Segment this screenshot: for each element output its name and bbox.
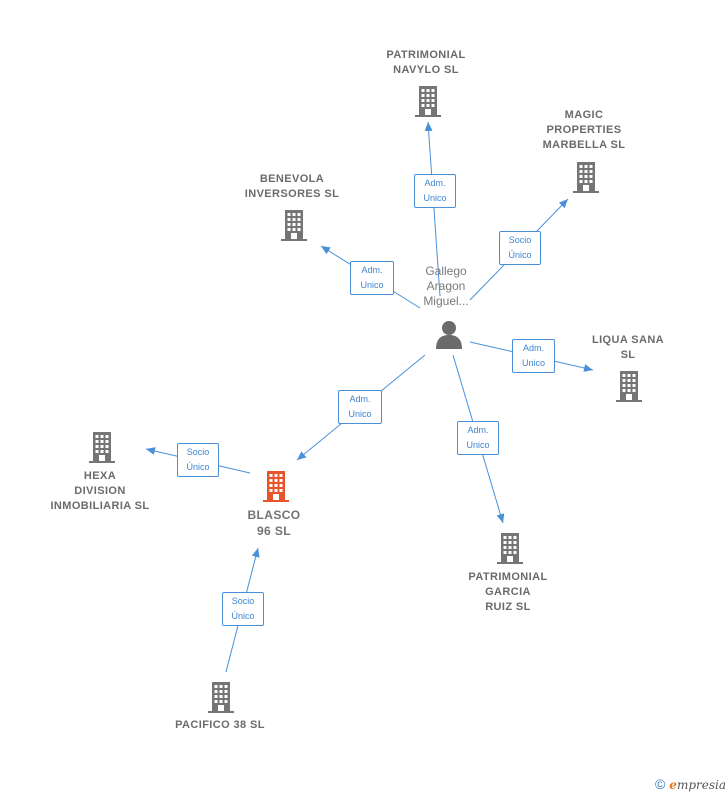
building-icon-liqua[interactable] [613, 369, 645, 403]
edge-line-navylo [424, 121, 441, 297]
edge-label-pacifico[interactable]: Socio Único [222, 592, 264, 626]
copyright-icon: © [654, 776, 666, 792]
person-name-label[interactable]: Gallego Aragon Miguel... [423, 264, 469, 308]
company-label-navylo[interactable]: PATRIMONIAL NAVYLO SL [386, 49, 466, 76]
edge-label-navylo[interactable]: Adm. Unico [414, 174, 456, 208]
brand-logo-text: mpresia [676, 778, 726, 792]
company-label-liqua[interactable]: LIQUA SANA SL [591, 334, 665, 361]
company-label-magic[interactable]: MAGIC PROPERTIES MARBELLA SL [542, 109, 626, 151]
brand-logo-initial: e [669, 778, 677, 792]
edge-label-benevola[interactable]: Adm. Unico [350, 261, 394, 295]
company-label-blasco[interactable]: BLASCO 96 SL [247, 508, 301, 538]
company-label-benevola[interactable]: BENEVOLA INVERSORES SL [244, 173, 340, 200]
building-icon-garcia[interactable] [494, 531, 526, 565]
edge-label-magic[interactable]: Socio Único [499, 231, 541, 265]
company-label-garcia[interactable]: PATRIMONIAL GARCIA RUIZ SL [468, 571, 548, 613]
edge-label-garcia[interactable]: Adm. Unico [457, 421, 499, 455]
building-icon-pacifico[interactable] [205, 680, 237, 714]
footer-brand: ©empresia [655, 776, 726, 792]
building-icon-blasco[interactable] [260, 469, 292, 503]
company-label-hexa[interactable]: HEXA DIVISION INMOBILIARIA SL [50, 470, 150, 512]
edge-label-liqua[interactable]: Adm. Unico [512, 339, 555, 373]
building-icon-hexa[interactable] [86, 430, 118, 464]
person-icon[interactable] [434, 319, 464, 351]
building-icon-magic[interactable] [570, 160, 602, 194]
building-icon-benevola[interactable] [278, 208, 310, 242]
edge-label-blasco[interactable]: Adm. Unico [338, 390, 382, 424]
company-label-pacifico[interactable]: PACIFICO 38 SL [175, 719, 265, 731]
edge-label-hexa[interactable]: Socio Único [177, 443, 219, 477]
building-icon-navylo[interactable] [412, 84, 444, 118]
